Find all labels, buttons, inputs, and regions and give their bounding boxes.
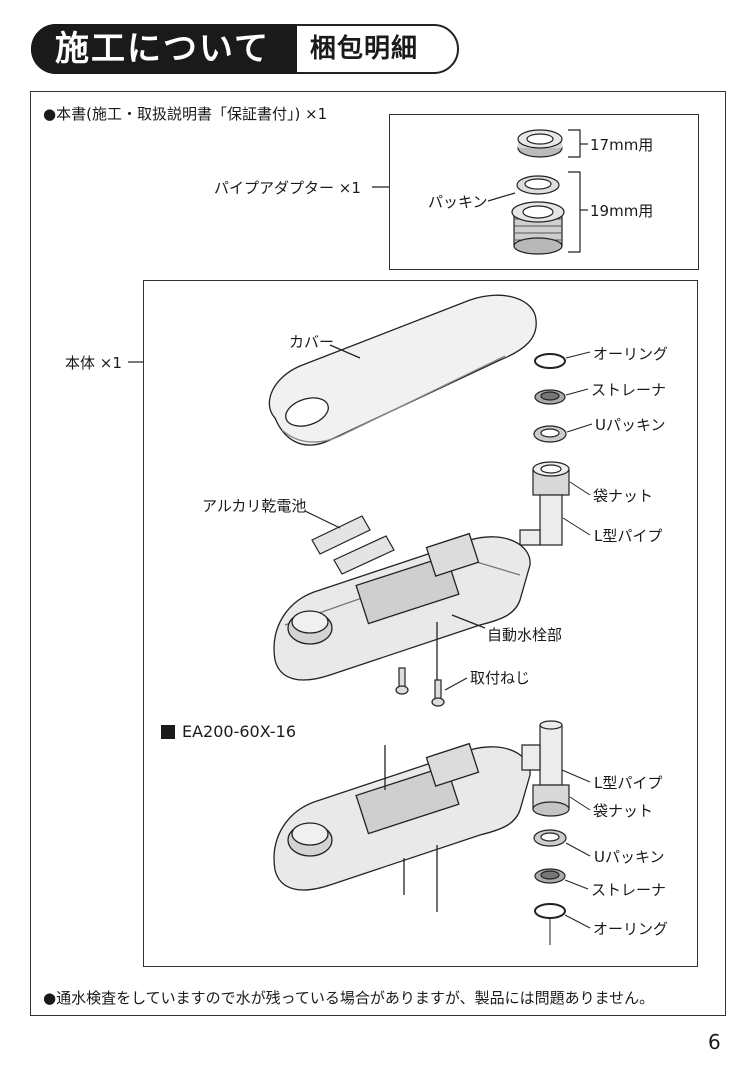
variant-strainer-label: ストレーナ <box>591 881 667 899</box>
body-label: 本体 ×1 <box>65 354 122 372</box>
body-box <box>143 280 698 967</box>
packing-ring-icon <box>516 175 560 195</box>
packing-label: パッキン <box>428 193 488 211</box>
battery-label: アルカリ乾電池 <box>202 497 307 515</box>
battery-icon <box>304 510 395 575</box>
faucet-unit-label: 自動水栓部 <box>487 626 563 644</box>
size-17-label: 17mm用 <box>590 136 654 154</box>
size-19-label: 19mm用 <box>590 202 654 220</box>
variant-bag-nut-icon <box>532 784 570 817</box>
section-subtitle: 梱包明細 <box>309 34 418 64</box>
variant-l-pipe-icon <box>521 720 563 786</box>
variant-faucet-unit-icon <box>273 742 531 912</box>
bag-nut-icon <box>532 461 570 496</box>
cover-icon <box>268 294 537 446</box>
footer-note: ●通水検査をしていますので水が残っている場合がありますが、製品には問題ありません… <box>43 989 655 1007</box>
variant-o-ring-label: オーリング <box>593 920 669 938</box>
o-ring-icon <box>534 353 566 369</box>
o-ring-label: オーリング <box>593 345 669 363</box>
u-packing-label: Uパッキン <box>595 416 666 434</box>
l-pipe-label: L型パイプ <box>594 527 663 545</box>
screw-icon <box>395 667 468 707</box>
strainer-icon <box>534 389 566 405</box>
u-packing-icon <box>533 425 567 443</box>
contents-frame <box>30 91 726 1016</box>
adapter-box <box>389 114 699 270</box>
adapter-17-icon <box>517 129 563 158</box>
faucet-unit-icon <box>273 532 531 681</box>
section-title: 施工について <box>31 24 297 74</box>
size-19-bracket <box>568 171 581 253</box>
variant-u-packing-icon <box>533 829 567 847</box>
variant-bag-nut-label: 袋ナット <box>593 802 654 820</box>
l-pipe-icon <box>519 494 563 546</box>
variant-o-ring-icon <box>534 903 566 919</box>
manual-item: ●本書(施工・取扱説明書「保証書付」) ×1 <box>43 105 328 123</box>
variant-u-packing-label: Uパッキン <box>594 848 665 866</box>
screw-label: 取付ねじ <box>470 669 531 687</box>
bag-nut-label: 袋ナット <box>593 487 654 505</box>
adapter-19-icon <box>511 201 565 255</box>
cover-label: カバー <box>289 333 335 351</box>
variant-strainer-icon <box>534 868 566 884</box>
page-number: 6 <box>708 1030 721 1054</box>
packing-leader <box>487 192 516 202</box>
size-17-bracket <box>568 129 581 158</box>
variant-l-pipe-label: L型パイプ <box>594 774 663 792</box>
model-square-icon <box>161 725 175 739</box>
model-label: EA200-60X-16 <box>182 722 297 741</box>
adapter-label: パイプアダプター ×1 <box>214 179 361 197</box>
strainer-label: ストレーナ <box>591 381 667 399</box>
